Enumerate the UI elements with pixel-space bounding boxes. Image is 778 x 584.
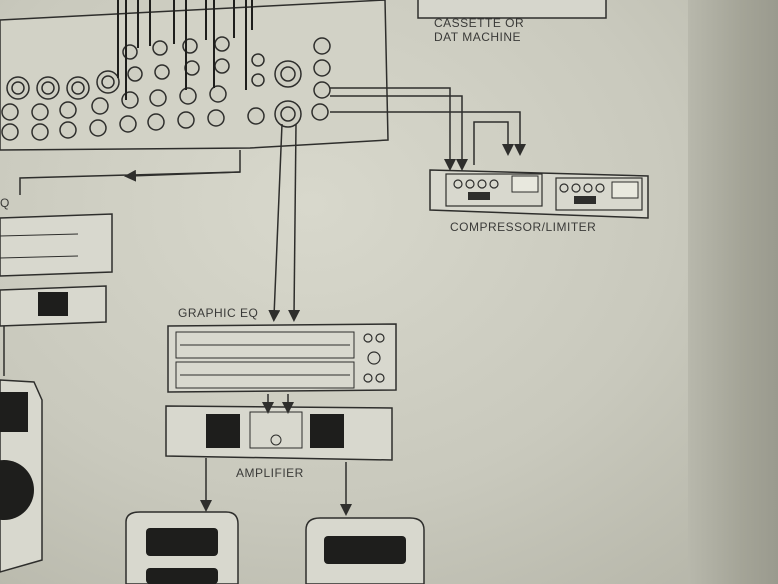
compressor-send-lines (330, 87, 526, 171)
cassette-unit (417, 0, 607, 19)
bottom-speakers (125, 511, 425, 584)
compressor-label: COMPRESSOR/LIMITER (450, 220, 597, 234)
compressor-unit (429, 169, 649, 219)
mixer-panel (0, 0, 389, 151)
left-graphic-eq-partial (0, 150, 241, 327)
amplifier-label: AMPLIFIER (236, 466, 304, 480)
left-speaker-partial (0, 326, 43, 573)
left-eq-label-fragment: Q (0, 196, 10, 210)
cassette-label-line1: CASSETTE OR (434, 16, 525, 30)
cassette-label-line2: DAT MACHINE (434, 30, 522, 44)
graphic-eq-unit (167, 323, 397, 393)
eq-feed-lines (268, 123, 301, 322)
page-edge-shadow (688, 0, 778, 584)
amplifier-unit (165, 394, 393, 461)
graphic-eq-label: GRAPHIC EQ (178, 306, 259, 320)
speaker-feed-lines (200, 458, 352, 516)
